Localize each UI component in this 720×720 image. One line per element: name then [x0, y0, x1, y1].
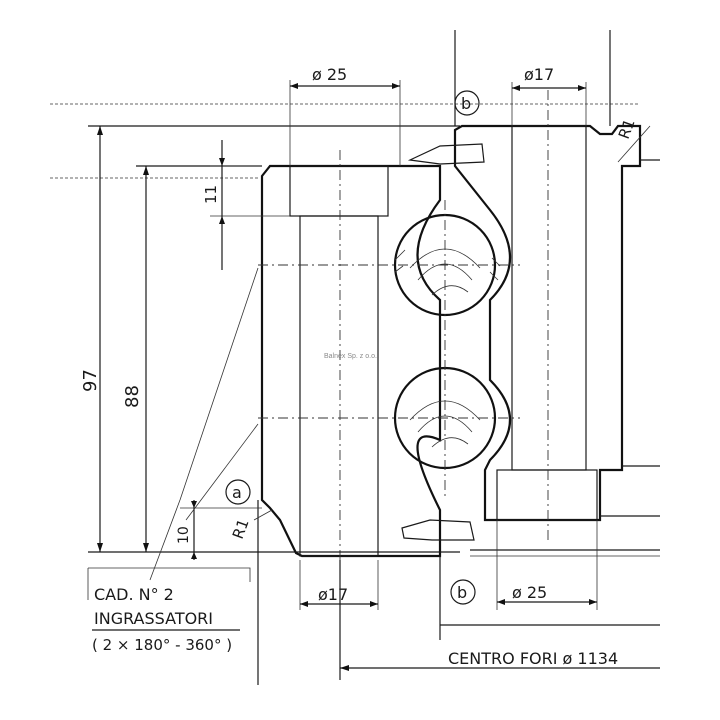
- dim-d25-top: ø 25: [312, 65, 347, 84]
- centro-fori-label: CENTRO FORI ø 1134: [448, 649, 618, 668]
- dim-d17-bottom: ø17: [318, 585, 348, 604]
- outer-ring-section: [260, 164, 442, 558]
- leader-r1-bottom: [253, 509, 273, 521]
- dim-r1-bottom: R1: [229, 516, 253, 541]
- note-line-1: CAD. N° 2: [94, 585, 174, 604]
- dim-arrows-d17-bottom: [300, 601, 378, 607]
- dim-11: 11: [202, 185, 220, 204]
- callout-b-top-circle: [454, 90, 480, 116]
- callout-b-bottom: b: [457, 583, 467, 602]
- dim-10: 10: [176, 526, 192, 544]
- leader-r1-top: [617, 125, 651, 163]
- note-line-3: ( 2 × 180° - 360° ): [92, 636, 232, 654]
- callout-b-top: b: [461, 94, 471, 113]
- counterbore-left: [289, 165, 389, 217]
- dim-arrow-centro-fori: [340, 665, 349, 671]
- seal-bottom: [401, 519, 475, 541]
- note-line-2: INGRASSATORI: [94, 609, 213, 628]
- callout-a-circle: [225, 479, 251, 505]
- counterbore-right: [496, 469, 598, 521]
- note-frame: [87, 567, 251, 600]
- seal-top: [407, 143, 485, 165]
- leader-to-note: [149, 499, 181, 581]
- dim-d25-bottom: ø 25: [512, 583, 547, 602]
- dim-97: 97: [80, 369, 101, 392]
- dim-r1-top: R1: [615, 116, 639, 141]
- dim-d17-top: ø17: [524, 65, 554, 84]
- callout-a: a: [232, 483, 242, 502]
- dim-arrows-d17-top: [512, 85, 586, 91]
- leader-upper: [179, 267, 259, 501]
- watermark: Balnex Sp. z o.o.: [324, 353, 377, 360]
- callout-b-bottom-circle: [450, 579, 476, 605]
- dim-88: 88: [122, 385, 143, 408]
- inner-ring-section: [453, 124, 642, 522]
- leader-lower: [185, 423, 259, 521]
- bolt-hole-left: [299, 215, 379, 557]
- bolt-hole-right: [511, 125, 587, 471]
